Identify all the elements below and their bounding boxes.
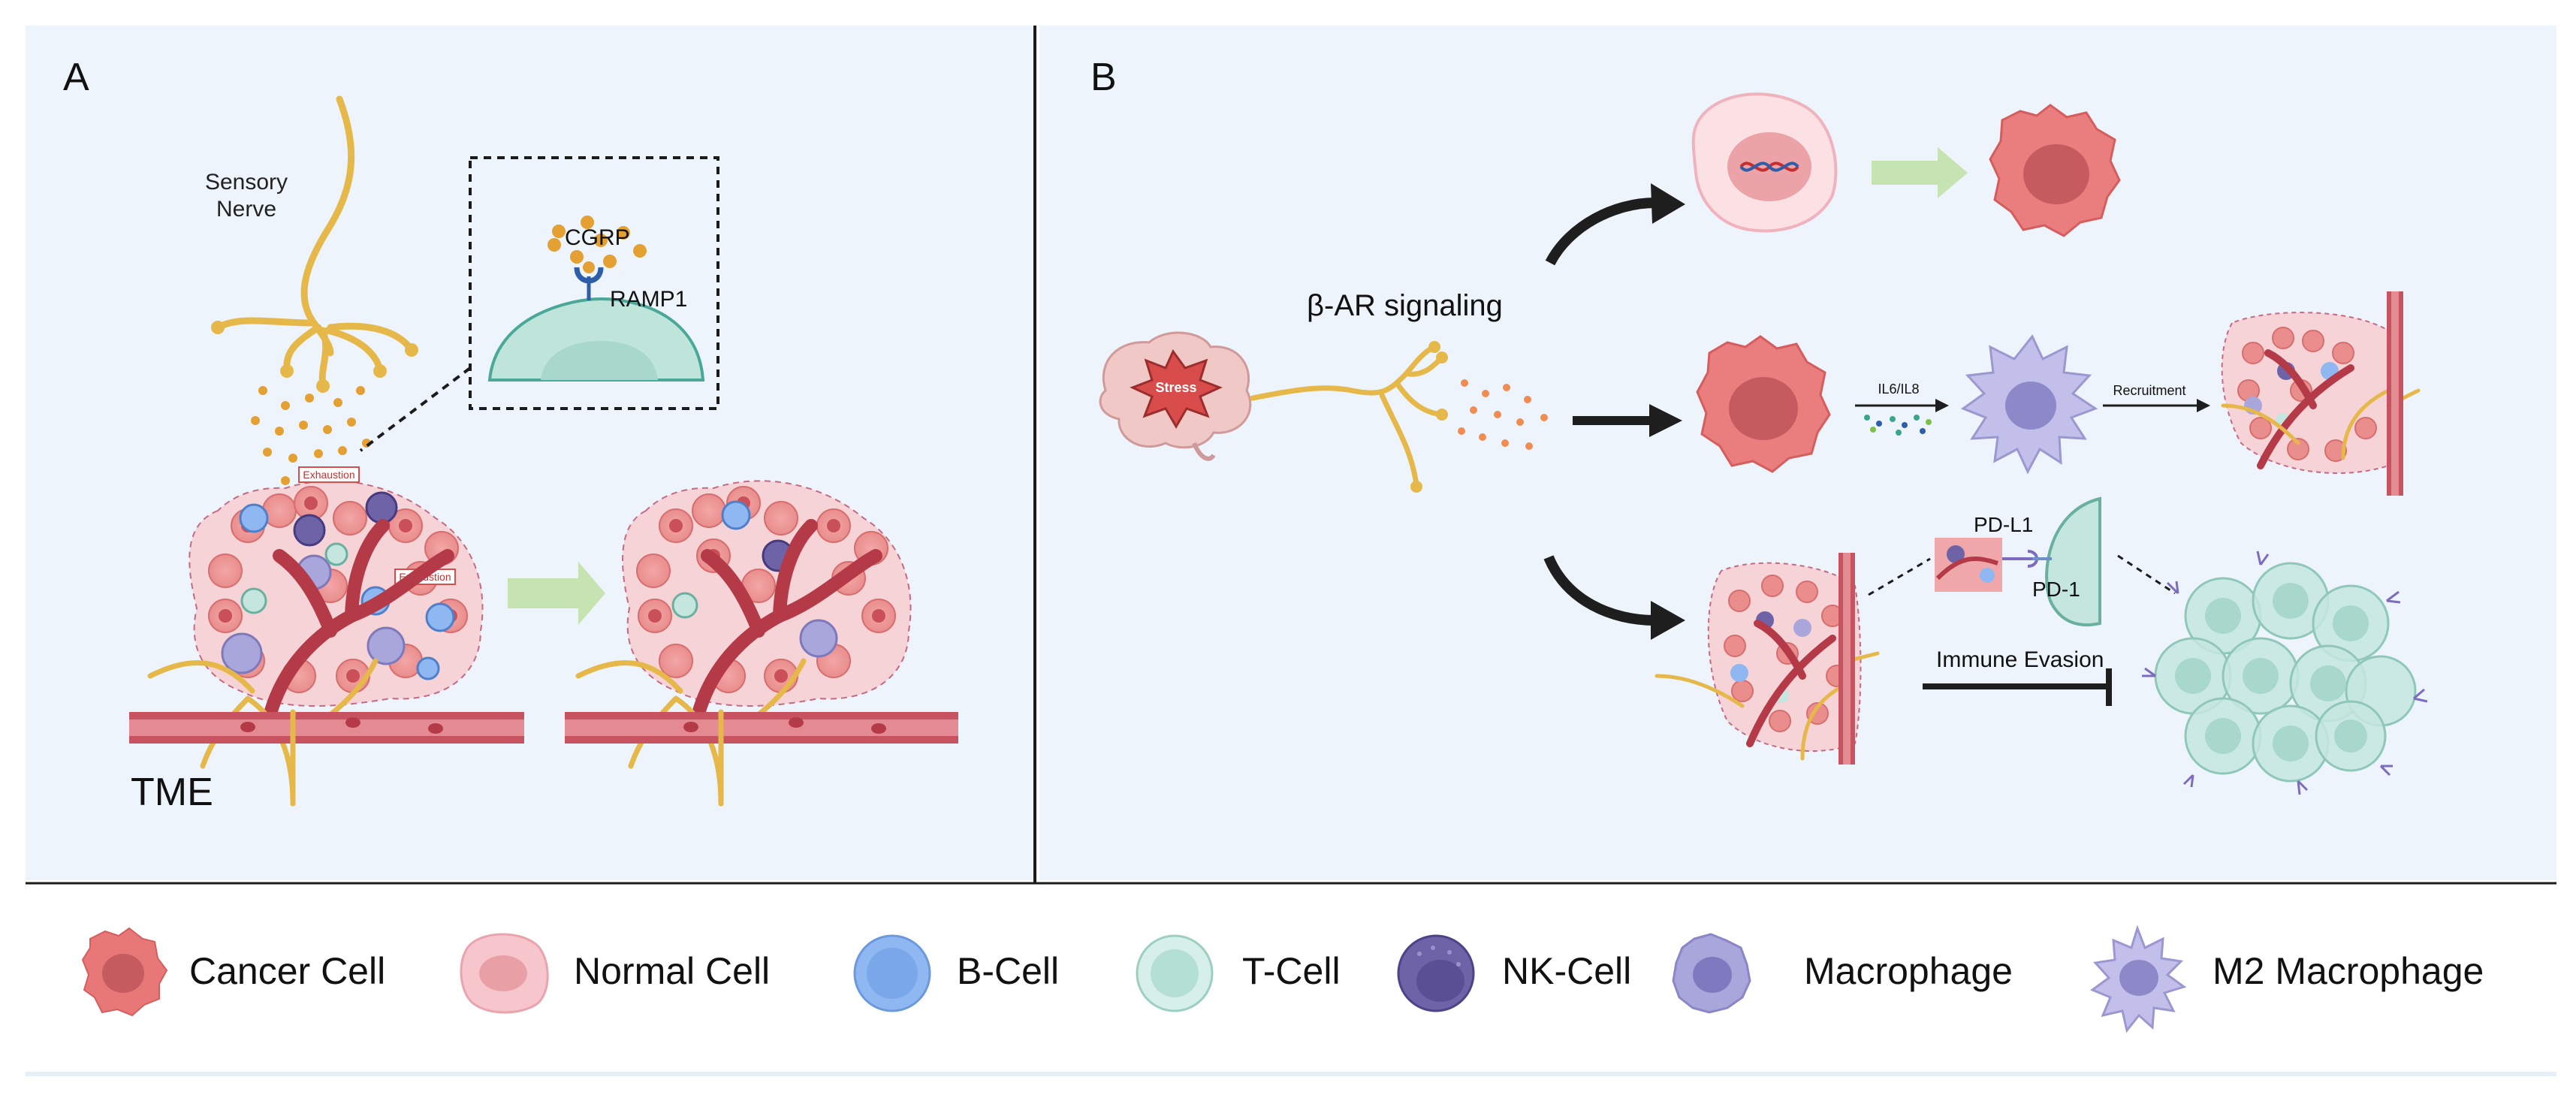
legend-normal-cell-label: Normal Cell: [574, 950, 770, 992]
sensory-nerve-label: Sensory: [205, 170, 288, 195]
panel-a-background: [26, 26, 1033, 880]
legend-b-cell-icon: [853, 934, 931, 1012]
legend-cancer-cell-label: Cancer Cell: [189, 950, 385, 992]
legend-nk-cell-label: NK-Cell: [1502, 950, 1631, 992]
beta-ar-signaling-label: β-AR signaling: [1307, 289, 1503, 322]
nk-cells: [293, 491, 398, 547]
legend-m2-macrophage-label: M2 Macrophage: [2213, 950, 2484, 992]
pd-zoom-connector-left: [1868, 557, 1931, 596]
cgrp-label: CGRP: [565, 225, 630, 250]
progression-arrow: [508, 562, 605, 625]
cytokine-particles: [1864, 415, 1932, 436]
arrow-head-mid: [1649, 404, 1682, 437]
norepinephrine-particles: [1458, 379, 1548, 450]
legend: Cancer Cell Normal Cell B-Cell T-Cell NK…: [81, 925, 2484, 1033]
cancer-cell-middle: [1696, 335, 1831, 473]
legend-cancer-cell-icon: [81, 927, 168, 1017]
target-cell-membrane: [487, 297, 705, 382]
t-cell-nuclei: [2175, 583, 2369, 762]
ramp1-label: RAMP1: [610, 287, 687, 312]
legend-macrophage-label: Macrophage: [1804, 950, 2013, 992]
blood-vessel-1: [129, 712, 524, 744]
tumor-vessel-2: [692, 519, 882, 720]
nerve-endings: [211, 321, 418, 393]
pd-l1-label: PD-L1: [1974, 513, 2033, 536]
legend-nk-cell-icon: [1397, 934, 1475, 1012]
arrow-to-transformation: [1545, 198, 1656, 266]
legend-t-cell-label: T-Cell: [1242, 950, 1341, 992]
sensory-nerve-label-line2: Nerve: [216, 197, 276, 222]
immune-evasion-label: Immune Evasion: [1936, 647, 2104, 672]
panel-b-letter: B: [1090, 56, 1117, 99]
cgrp-ligands: [547, 216, 647, 268]
arrow-to-immune-evasion: [1543, 555, 1656, 626]
tumor-vessel-1: [264, 519, 454, 720]
blood-vessel-2: [565, 712, 958, 744]
cancer-cell-top: [1989, 104, 2121, 237]
transformation-arrow: [1872, 147, 1968, 198]
pd1-receptors: [2142, 551, 2428, 795]
ramp1-receptor: [574, 261, 604, 300]
tumor-microenvironment-2: [575, 480, 912, 807]
cgrp-zoom-box: [469, 156, 719, 410]
zoom-connector: [359, 367, 472, 452]
legend-m2-macrophage-icon: [2089, 925, 2187, 1033]
exhaustion-tag-1: [298, 466, 360, 483]
legend-b-cell-label: B-Cell: [957, 950, 1059, 992]
panel-a: A Sensory Nerve: [63, 56, 958, 814]
tme-label: TME: [131, 771, 213, 814]
tumor-evasion: [1654, 553, 1880, 765]
m2-macrophage-middle: [1960, 334, 2098, 475]
panel-b: B Stress β-AR signaling: [1090, 56, 2428, 795]
t-cells: [240, 542, 348, 614]
legend-normal-cell-icon: [460, 933, 549, 1014]
legend-t-cell-icon: [1136, 934, 1214, 1012]
normal-cell-dna: [1691, 92, 1838, 233]
pd-interaction-zoom: [1935, 496, 2101, 627]
recruitment-label: Recruitment: [2113, 383, 2185, 398]
tumor-microenvironment-1: Exhaustion Exhaustion: [147, 466, 484, 807]
panel-a-letter: A: [63, 56, 89, 99]
stress-label: Stress: [1155, 380, 1196, 395]
exhaustion-tag-1-text: Exhaustion: [303, 469, 354, 481]
macrophages: [221, 554, 406, 674]
stress-burst-icon: [1130, 349, 1223, 429]
cytokine-label: IL6/IL8: [1878, 382, 1919, 397]
pd-zoom-connector-right: [2117, 554, 2176, 595]
tumor-recruited: [2221, 291, 2421, 496]
legend-macrophage-icon: [1672, 933, 1751, 1014]
arrow-head-up: [1651, 183, 1685, 224]
arrow-head-down: [1651, 601, 1685, 640]
pd-1-label: PD-1: [2032, 578, 2080, 601]
